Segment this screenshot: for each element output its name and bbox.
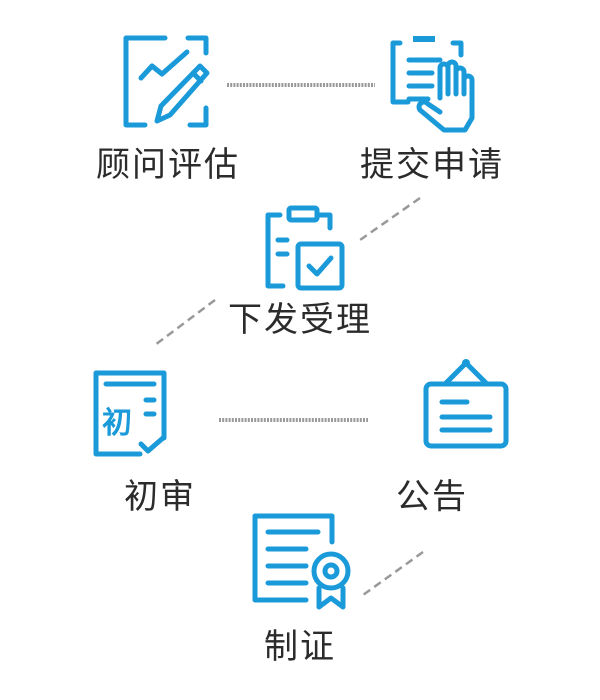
certificate-icon [252,513,351,610]
step-label-submit-application: 提交申请 [360,145,504,185]
step-label-certification: 制证 [264,627,336,667]
first-review-document-icon: 初 [93,370,167,457]
connector-3-4 [154,299,216,346]
step-label-consult-assessment: 顾问评估 [96,145,240,185]
step-label-initial-review: 初审 [124,477,196,517]
hanging-notice-board-icon [423,359,509,449]
document-hand-icon [390,36,475,133]
connector-5-6 [362,550,424,597]
clipboard-check-icon [265,205,345,291]
chart-pencil-icon [123,35,210,128]
connector-2-3 [359,196,421,242]
step-label-announcement: 公告 [396,477,468,517]
step-label-acceptance: 下发受理 [228,300,372,340]
icon-glyph-text: 初 [102,406,132,441]
